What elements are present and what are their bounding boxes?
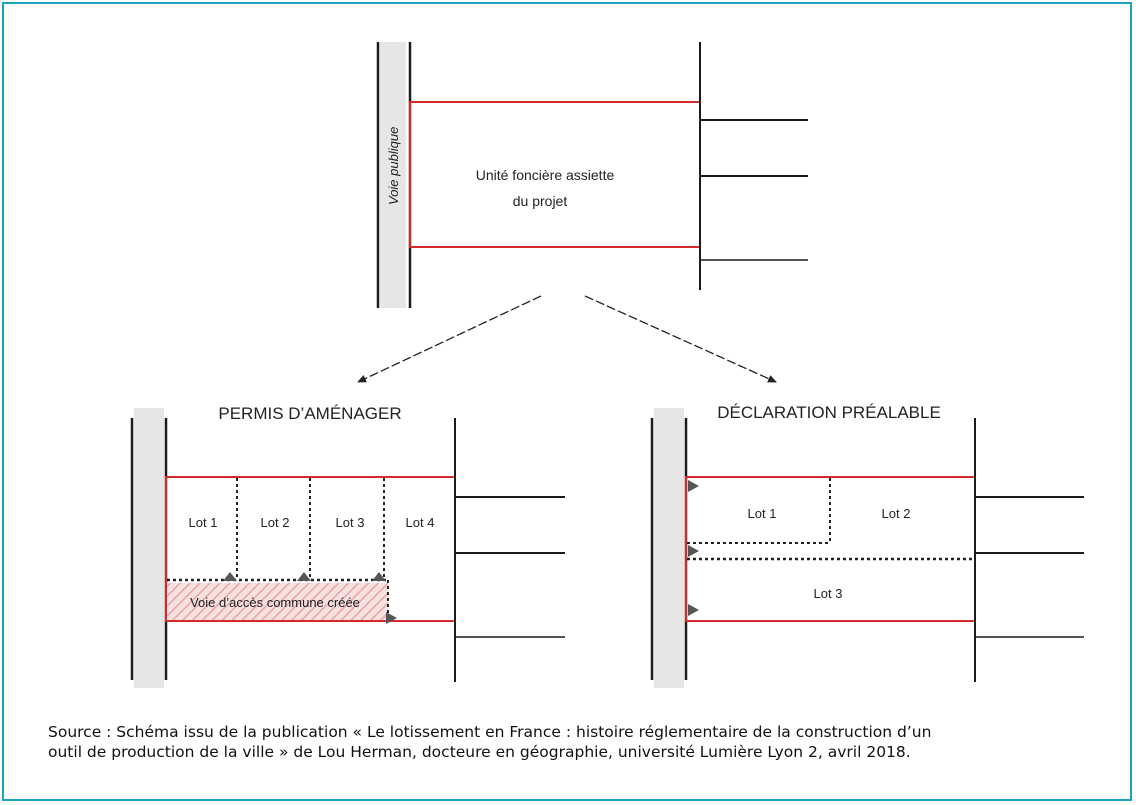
unit-label-line1: Unité foncière assiette [476,167,615,183]
top-parcel-diagram: Voie publique Unité foncière assiette du… [376,42,808,308]
caption-line-1: Source : Schéma issu de la publication «… [48,723,932,741]
arrow-to-permis [357,295,542,383]
access-arrow [386,612,397,624]
lot-label: Lot 2 [261,515,290,530]
access-arrow [223,572,237,581]
arrow-to-declaration [584,295,777,383]
access-road-label: Voie d’accès commune créée [190,595,360,610]
declaration-title: DÉCLARATION PRÉALABLE [717,403,941,422]
public-road [654,408,684,688]
caption-line-2: outil de production de la ville » de Lou… [48,743,911,761]
public-road [134,408,164,688]
access-arrow [297,572,311,581]
access-arrow [688,545,699,557]
lot-label: Lot 3 [814,586,843,601]
unit-label-line2: du projet [513,193,568,209]
permis-title: PERMIS D’AMÉNAGER [218,404,401,423]
lot-label: Lot 4 [406,515,435,530]
access-arrow [372,572,386,581]
voie-publique-label: Voie publique [386,127,401,205]
declaration-prealable-diagram: DÉCLARATION PRÉALABLE Lot 1 Lot 2 Lot 3 [650,403,1084,688]
access-arrow [688,480,699,492]
access-road-hatch [167,583,388,621]
permis-amenager-diagram: PERMIS D’AMÉNAGER Lot 1 Lot 2 Lot 3 Lot … [130,404,565,688]
public-road [380,42,406,308]
lot-label: Lot 1 [189,515,218,530]
source-caption: Source : Schéma issu de la publication «… [48,722,1098,762]
lot-label: Lot 3 [336,515,365,530]
access-arrow [688,604,699,616]
lot-label: Lot 1 [748,506,777,521]
lot-label: Lot 2 [882,506,911,521]
